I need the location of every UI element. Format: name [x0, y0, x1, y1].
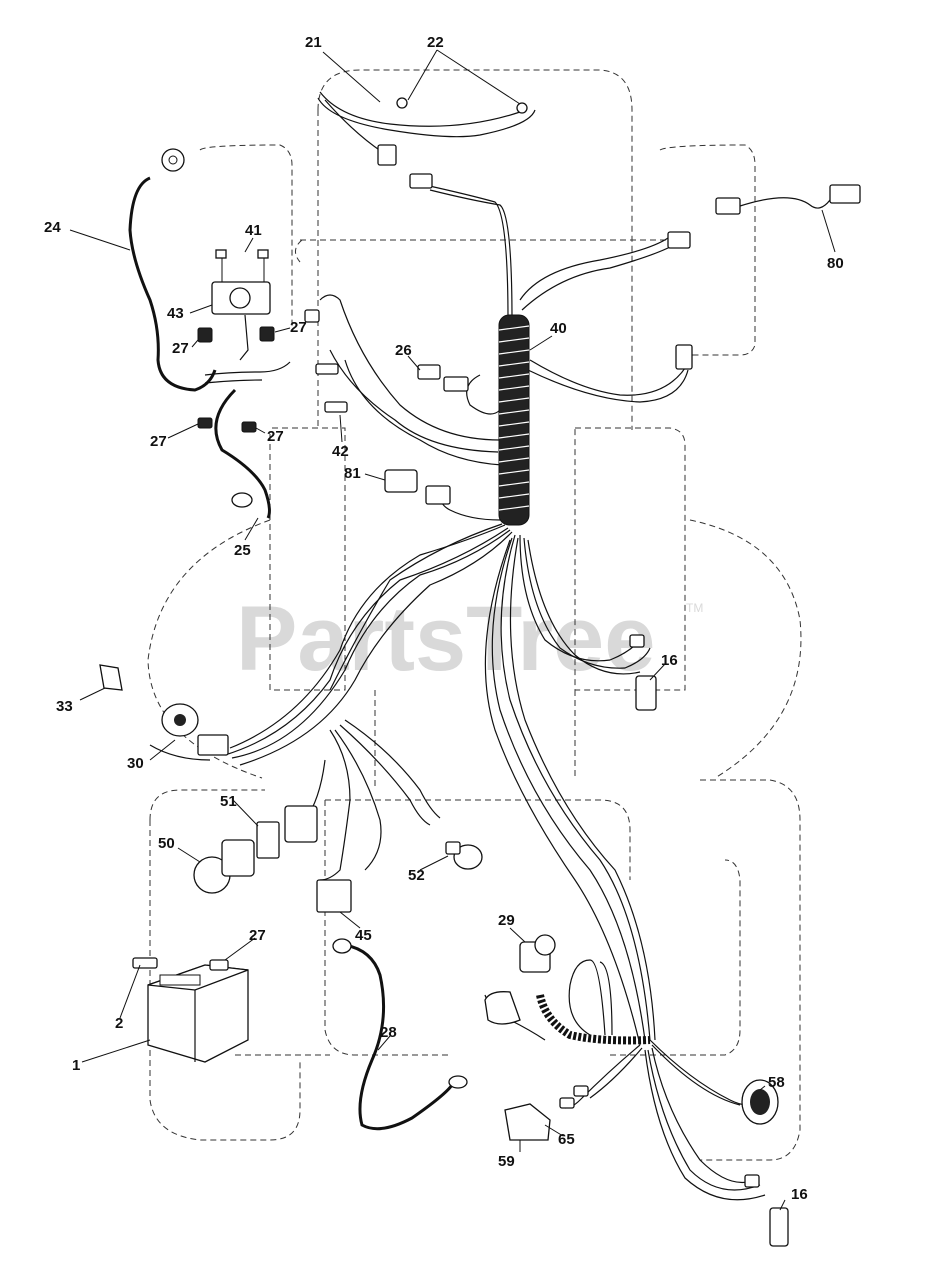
watermark: PartsTree [236, 588, 655, 690]
callout-65: 65 [558, 1131, 575, 1148]
callout-27-upper-left: 27 [172, 340, 189, 357]
lower-coil-loom [536, 994, 651, 1045]
connector-29b [484, 991, 521, 1025]
relay-81 [384, 469, 418, 493]
ring-terminal-28b [448, 1075, 468, 1089]
connector-16a-plug [629, 634, 645, 648]
callout-25: 25 [234, 542, 251, 559]
callout-16-lower: 16 [791, 1186, 808, 1203]
leader-lines [69, 49, 836, 1211]
connector-65b [573, 1085, 589, 1097]
callout-27-upper-right: 27 [290, 319, 307, 336]
clip-harness [315, 363, 339, 375]
callout-43: 43 [167, 305, 184, 322]
lamp-52 [453, 844, 483, 870]
connector-block-51b [284, 805, 318, 843]
callout-27-battery: 27 [249, 927, 266, 944]
connector-16b-plug [744, 1174, 760, 1188]
callout-80: 80 [827, 255, 844, 272]
callout-33: 33 [56, 698, 73, 715]
lamp-socket-22a [396, 97, 408, 109]
connector-top-right [667, 231, 691, 249]
battery-1 [147, 964, 249, 1063]
callout-42: 42 [332, 443, 349, 460]
callout-22: 22 [427, 34, 444, 51]
connector-80b [829, 184, 861, 204]
callout-50: 50 [158, 835, 175, 852]
connector-65 [559, 1097, 575, 1109]
solenoid-29 [519, 934, 556, 973]
fuse-block-45 [316, 879, 352, 913]
part-33 [99, 664, 123, 691]
callout-labels: 21 22 24 41 43 27 27 27 27 27 40 26 42 8… [44, 34, 844, 1203]
callout-16-upper: 16 [661, 652, 678, 669]
battery-terminal-2 [132, 957, 158, 969]
connector-21b [409, 173, 433, 189]
cable-24 [128, 176, 217, 392]
callout-21: 21 [305, 34, 322, 51]
ring-terminal-28a [332, 938, 352, 954]
chassis-outline [147, 69, 802, 1161]
callout-30: 30 [127, 755, 144, 772]
cable-25 [214, 388, 271, 519]
battery-terminal-27 [209, 959, 229, 971]
switch-50 [221, 839, 255, 877]
switch-16b [769, 1207, 789, 1247]
connector-26a [417, 364, 441, 380]
callout-52: 52 [408, 867, 425, 884]
lamp-socket-22b [516, 102, 528, 114]
cable-28 [344, 943, 454, 1131]
callout-59: 59 [498, 1153, 515, 1170]
connector-left-small [304, 309, 320, 323]
callout-58: 58 [768, 1074, 785, 1091]
ignition-switch-30 [161, 703, 229, 756]
connector-58 [741, 1079, 779, 1125]
callout-1: 1 [72, 1057, 80, 1074]
callout-41: 41 [245, 222, 262, 239]
connector-26b [443, 376, 469, 392]
callout-28: 28 [380, 1024, 397, 1041]
gasket-51 [256, 821, 280, 859]
callout-26: 26 [395, 342, 412, 359]
ring-terminal-25 [231, 492, 253, 508]
callout-27-lower-left: 27 [150, 433, 167, 450]
harness-wires [149, 91, 766, 1201]
callout-45: 45 [355, 927, 372, 944]
strap-terminal [204, 361, 291, 376]
nuts-27 [197, 326, 275, 433]
harness-loom [498, 314, 530, 526]
part-42 [324, 401, 348, 413]
watermark-tm: TM [686, 601, 703, 615]
connector-mid-right [675, 344, 693, 370]
callout-81: 81 [344, 465, 361, 482]
callout-24: 24 [44, 219, 61, 236]
callout-40: 40 [550, 320, 567, 337]
callout-27-lower-right: 27 [267, 428, 284, 445]
solenoid-43 [211, 249, 271, 361]
switch-59 [504, 1103, 551, 1141]
switch-16a [635, 675, 657, 711]
callout-51: 51 [220, 793, 237, 810]
socket-52 [445, 841, 461, 855]
connector-80a [715, 197, 741, 215]
callout-2: 2 [115, 1015, 123, 1032]
callout-29: 29 [498, 912, 515, 929]
connector-81b [425, 485, 451, 505]
connector-21 [377, 144, 397, 166]
wire-80 [739, 197, 831, 209]
